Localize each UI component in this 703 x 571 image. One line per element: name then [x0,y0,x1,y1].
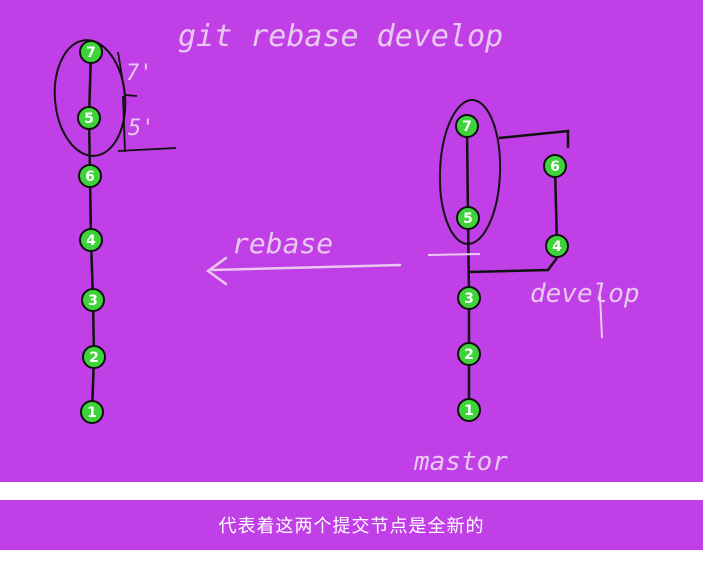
develop-branch-line [468,129,570,274]
svg-text:2: 2 [89,350,99,366]
develop-label: develop [530,279,640,309]
svg-text:1: 1 [87,405,97,421]
svg-text:3: 3 [464,291,474,307]
left-node-2: 2 [82,345,106,369]
left-node-7: 7 [79,40,103,64]
svg-text:4: 4 [552,239,562,255]
svg-text:6: 6 [85,169,95,185]
svg-text:7: 7 [86,45,96,61]
command-annotation: git rebase develop [178,19,503,54]
develop-underline [427,253,481,256]
svg-text:4: 4 [86,233,96,249]
right-node-7: 7 [455,114,479,138]
svg-text:7: 7 [462,119,472,135]
master-branch-line [465,125,471,410]
left-node-5: 5 [77,106,101,130]
right-node-3: 3 [457,286,481,310]
right-node-1: 1 [457,398,481,422]
right-node-2: 2 [457,342,481,366]
rebase-arrow [205,256,402,286]
label-7-prime: 7' [126,61,153,86]
prime-bracket [117,51,177,153]
label-5-prime: 5' [128,116,155,141]
svg-text:5: 5 [84,111,94,127]
left-node-1: 1 [80,400,104,424]
svg-text:3: 3 [88,293,98,309]
caption: 代表着这两个提交节点是全新的 [0,500,703,550]
caption-text: 代表着这两个提交节点是全新的 [218,516,485,537]
svg-text:2: 2 [464,347,474,363]
right-node-5: 5 [456,206,480,230]
master-label: mastor [413,447,508,477]
svg-text:6: 6 [550,159,560,175]
svg-text:1: 1 [464,403,474,419]
left-node-4: 4 [79,228,103,252]
left-node-6: 6 [78,164,102,188]
develop-node-4: 4 [545,234,569,258]
rebase-arrow-label: rebase [232,227,333,260]
develop-node-6: 6 [543,154,567,178]
left-node-3: 3 [81,288,105,312]
svg-text:5: 5 [463,211,473,227]
right-highlight-circle [438,99,502,245]
develop-label-tail [599,294,603,339]
